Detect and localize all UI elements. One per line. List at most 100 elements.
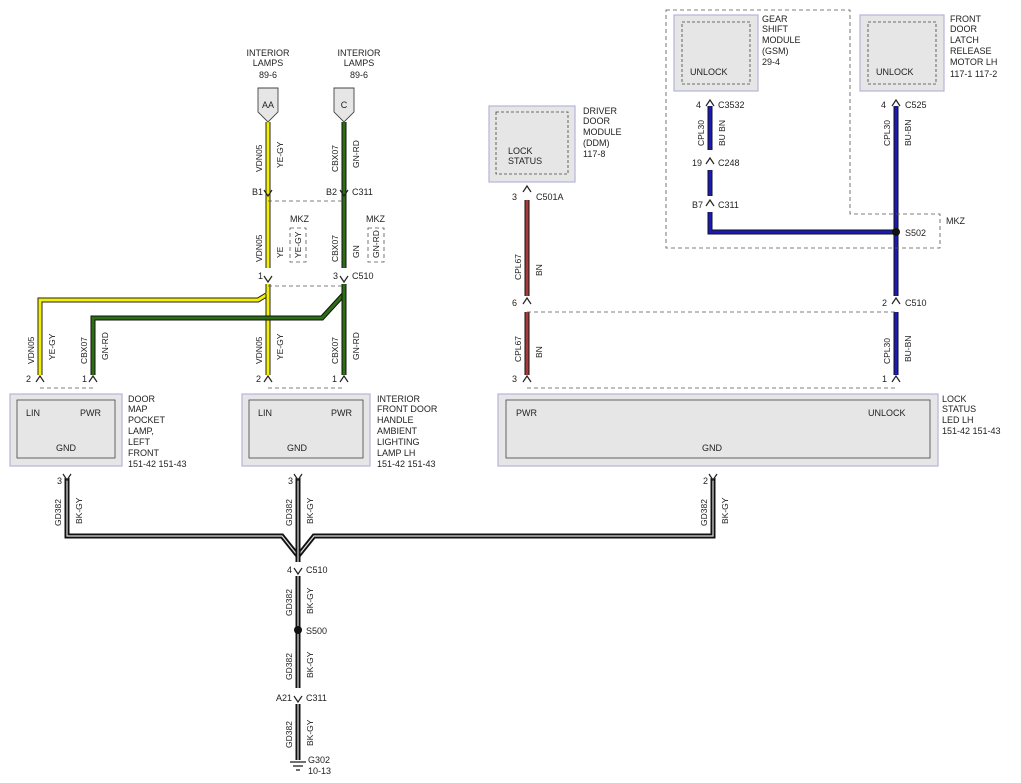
ddm-inner-1: LOCK [508,146,533,156]
handle-lamp-title-3: HANDLE [377,415,414,425]
lbl-bk-gy-ground: BK-GY [305,719,315,746]
mkz-option-outline [665,9,941,249]
pin-markers [35,98,901,704]
lbl-vdn05-doormap: VDN05 [26,336,36,364]
tag-aa: AA [262,100,274,110]
pin-handle-2: 2 [256,374,261,384]
pin-b2: B2 [326,187,337,197]
ddm-title-4: (DDM) [583,138,610,148]
pin-c311-b7-marker [705,198,715,207]
lbl-gd382-handle: GD382 [284,499,294,526]
pin-c510-1-marker [263,275,273,284]
handle-lamp-title-7: 151-42 151-43 [377,459,436,469]
pin-c510-3-marker [339,275,349,284]
lbl-gd382-doormap: GD382 [53,499,63,526]
ye-gy-option-box [289,227,307,263]
lock-status-led: PWR UNLOCK GND LOCK STATUS LED LH 151-42… [497,393,1001,467]
pin-c510-6-marker [522,296,532,305]
lbl-bu-bn-led: BU-BN [903,336,913,362]
pin-handle-1-marker [339,374,349,383]
conn-c311-gsm: C311 [718,200,739,210]
door-map-title-3: POCKET [128,415,166,425]
ddm-title-1: DRIVER [583,106,618,116]
conn-c311-bottom: C311 [306,693,327,703]
pin-c510-6: 6 [512,298,517,308]
gn-rd-option-box [367,227,385,263]
pin-fdlrm-4: 4 [881,100,886,110]
ground-symbol [290,761,306,771]
pin-c248-19: 19 [692,158,702,168]
mkz-green: MKZ [366,214,386,224]
driver-door-module: LOCK STATUS DRIVER DOOR MODULE (DDM) 117… [488,105,622,183]
lamps-aa-title-1: INTERIOR [246,48,290,58]
conn-c3532: C3532 [718,100,745,110]
lbl-cbx07-mid: CBX07 [330,235,340,262]
pin-c510-4: 4 [287,565,292,575]
pin-doormap-2-marker [35,374,45,383]
conn-c311-top: C311 [352,187,373,197]
interior-lamps-c: C INTERIOR LAMPS 89-6 [333,48,381,123]
pin-led-1-marker [891,374,901,383]
mkz-yellow: MKZ [290,214,310,224]
pin-doormap-1-marker [88,374,98,383]
lbl-bk-gy-mid: BK-GY [305,587,315,614]
pin-doormap-1: 1 [82,374,87,384]
wire-labels: VDN05 YE-GY VDN05 YE YE-GY VDN05 YE-GY V… [26,120,913,748]
lbl-cpl30-fdlrm: CPL30 [882,120,892,146]
pin-c248-19-marker [705,156,715,165]
handle-lamp-title-6: LAMP LH [377,448,415,458]
splice-s500-dot [294,626,302,634]
lbl-bn-top: BN [534,264,544,276]
pin-ddm-3: 3 [512,192,517,202]
handle-lamp-gnd: GND [287,443,308,453]
door-map-gnd: GND [56,443,77,453]
wire-cpl30 [707,106,899,375]
fdlrm-title-3: LATCH [950,35,979,45]
lbl-bu-bn-fdlrm: BU-BN [903,120,913,146]
lamps-c-title-1: INTERIOR [337,48,381,58]
lbl-gd382-ground: GD382 [284,721,294,748]
lbl-cbx07-top: CBX07 [330,145,340,172]
lbl-bk-gy-handle: BK-GY [305,497,315,524]
ground-g302: G302 [308,755,330,765]
lock-led-title-2: STATUS [942,404,976,414]
pin-gsm-4: 4 [696,100,701,110]
handle-lamp-title-4: AMBIENT [377,426,418,436]
pin-doormap-3-marker [62,473,72,482]
pin-c510-2: 2 [882,298,887,308]
lbl-cpl67-bottom: CPL67 [513,336,523,362]
lock-led-title-4: 151-42 151-43 [942,426,1001,436]
pin-led-3-marker [522,374,532,383]
lamps-aa-title-2: LAMPS [253,58,284,68]
pin-b1-marker [263,189,273,198]
lbl-bk-gy-doormap: BK-GY [74,497,84,524]
conn-c510-bottom: C510 [306,565,328,575]
lbl-ye-gy-top: YE-GY [275,141,285,168]
lbl-cpl30-led: CPL30 [882,338,892,364]
fdlrm-inner: UNLOCK [876,67,914,77]
lbl-cpl67-top: CPL67 [513,254,523,280]
splice-s502: S502 [905,228,926,238]
pin-c311-b7: B7 [692,200,703,210]
wire-vdn05 [37,122,271,375]
gsm-title-4: (GSM) [762,46,789,56]
pin-doormap-2: 2 [26,374,31,384]
tag-c: C [341,100,348,110]
lbl-gn-rd-handle: GN-RD [351,332,361,360]
splice-s500: S500 [306,626,327,636]
pin-handle-3: 3 [288,476,293,486]
gear-shift-module: UNLOCK GEAR SHIFT MODULE (GSM) 29-4 [673,14,801,92]
pin-c510-3: 3 [333,271,338,281]
lbl-bn-bottom: BN [534,346,544,358]
lbl-vdn05-handle: VDN05 [254,336,264,364]
lbl-gn-rd-top: GN-RD [351,140,361,168]
front-door-latch-motor: UNLOCK FRONT DOOR LATCH RELEASE MOTOR LH… [859,14,997,92]
handle-lamp-lin: LIN [258,408,272,418]
lbl-bk-gy-led: BK-GY [720,497,730,524]
lock-led-title-3: LED LH [942,415,974,425]
wire-cbx07 [90,122,347,375]
lamps-aa-title-3: 89-6 [259,70,277,80]
splice-s502-dot [892,228,900,236]
pin-fdlrm-4-marker [891,98,901,107]
lbl-vdn05-mid: VDN05 [254,234,264,262]
